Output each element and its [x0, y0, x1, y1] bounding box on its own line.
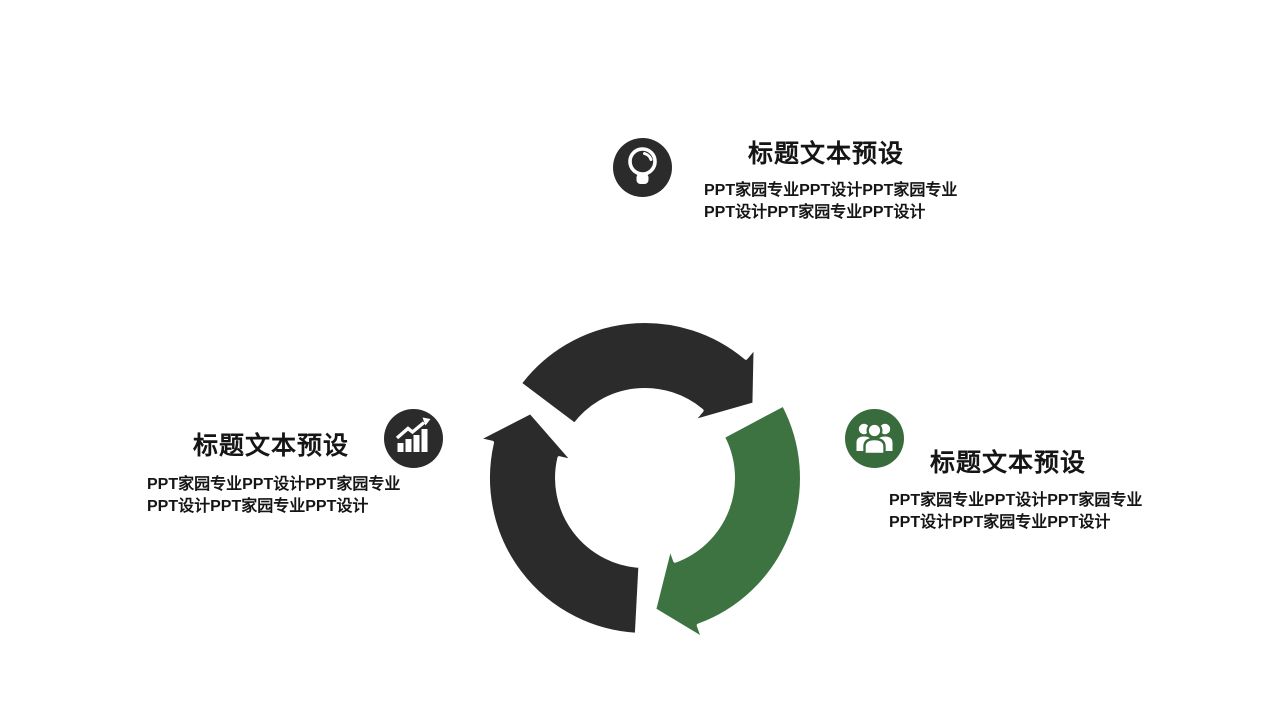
front-head: [866, 422, 883, 439]
item-title: 标题文本预设: [193, 432, 350, 460]
body-line: PPT设计PPT家园专业PPT设计: [889, 514, 1111, 531]
icon-circle-background: [613, 138, 672, 197]
trend-arrowhead: [422, 417, 431, 426]
body-line: PPT设计PPT家园专业PPT设计: [704, 204, 926, 221]
body-line: PPT设计PPT家园专业PPT设计: [147, 498, 369, 515]
item-body: PPT家园专业PPT设计PPT家园专业 PPT设计PPT家园专业PPT设计: [889, 490, 1142, 534]
bar-4: [421, 429, 428, 452]
trend-line: [395, 421, 426, 440]
item-title: 标题文本预设: [930, 449, 1087, 477]
bulb-base: [636, 173, 649, 184]
body-line: PPT家园专业PPT设计PPT家园专业: [147, 476, 401, 493]
lightbulb-icon: [613, 138, 672, 197]
cycle-arrow-right: [652, 402, 804, 642]
cycle-arrow-top: [517, 318, 758, 427]
bar-1: [397, 443, 404, 452]
bulb-highlight: [643, 152, 653, 161]
bar-3: [413, 435, 420, 452]
cycle-arrow-left: [475, 410, 643, 637]
body-line: PPT家园专业PPT设计PPT家园专业: [704, 182, 958, 199]
item-body: PPT家园专业PPT设计PPT家园专业 PPT设计PPT家园专业PPT设计: [704, 180, 957, 224]
item-body: PPT家园专业PPT设计PPT家园专业 PPT设计PPT家园专业PPT设计: [147, 474, 400, 518]
cycle-arrows-diagram: [475, 318, 804, 642]
bar-2: [405, 439, 412, 452]
front-body: [863, 437, 886, 456]
body-line: PPT家园专业PPT设计PPT家园专业: [889, 492, 1143, 509]
users-icon: [845, 409, 904, 468]
bar-chart-icon: [384, 409, 443, 468]
item-title: 标题文本预设: [748, 140, 905, 168]
